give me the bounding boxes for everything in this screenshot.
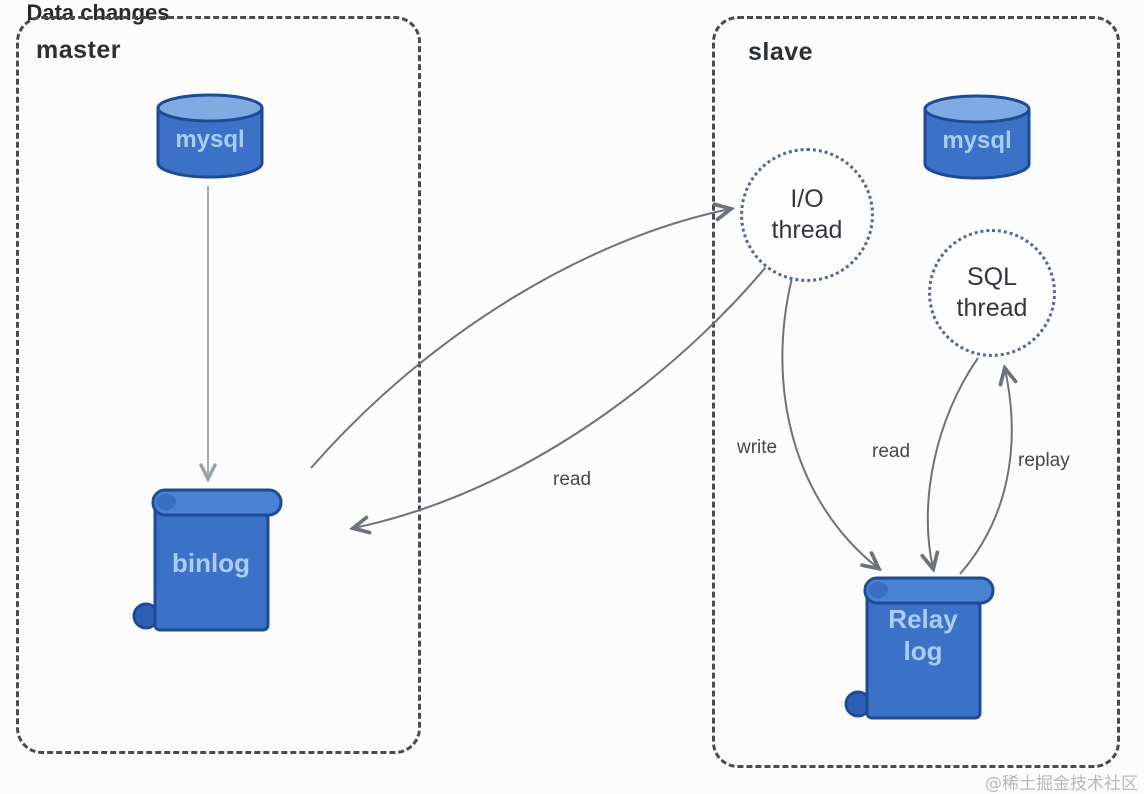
binlog-label: binlog (172, 548, 250, 578)
read-binlog-edge-label: read (553, 469, 592, 490)
edge-binlog-to-io-thread (310, 209, 730, 469)
watermark: @稀土掘金技术社区 (985, 774, 1138, 794)
master-mysql-database-icon (156, 93, 264, 179)
relay-log-scroll-icon (844, 576, 995, 720)
master-title: master (36, 36, 121, 64)
edge-relay-log-replay-sql-thread (959, 369, 1012, 575)
slave-db-label: mysql (942, 127, 1012, 154)
slave-group-box (712, 16, 1120, 768)
slave-mysql-database-icon (923, 94, 1031, 180)
io-thread-label: I/O thread (771, 184, 843, 244)
master-db-label: mysql (175, 126, 245, 153)
sql-thread-node: SQL thread (928, 229, 1056, 357)
relay-log-label: Relay log (888, 604, 958, 666)
read-relay-edge-label: read (872, 441, 911, 462)
sql-thread-label: SQL thread (956, 262, 1028, 322)
edge-sql-thread-read-relay-log (928, 357, 979, 568)
edge-io-thread-read-binlog (354, 261, 771, 528)
io-thread-node: I/O thread (740, 148, 874, 282)
slave-title: slave (748, 38, 814, 66)
edge-io-thread-write-relay-log (781, 277, 878, 568)
master-group-box (16, 16, 421, 754)
data-changes-label: Data changes (26, 0, 170, 25)
write-edge-label: write (737, 437, 778, 458)
replay-edge-label: replay (1018, 450, 1070, 471)
binlog-scroll-icon (132, 488, 283, 632)
